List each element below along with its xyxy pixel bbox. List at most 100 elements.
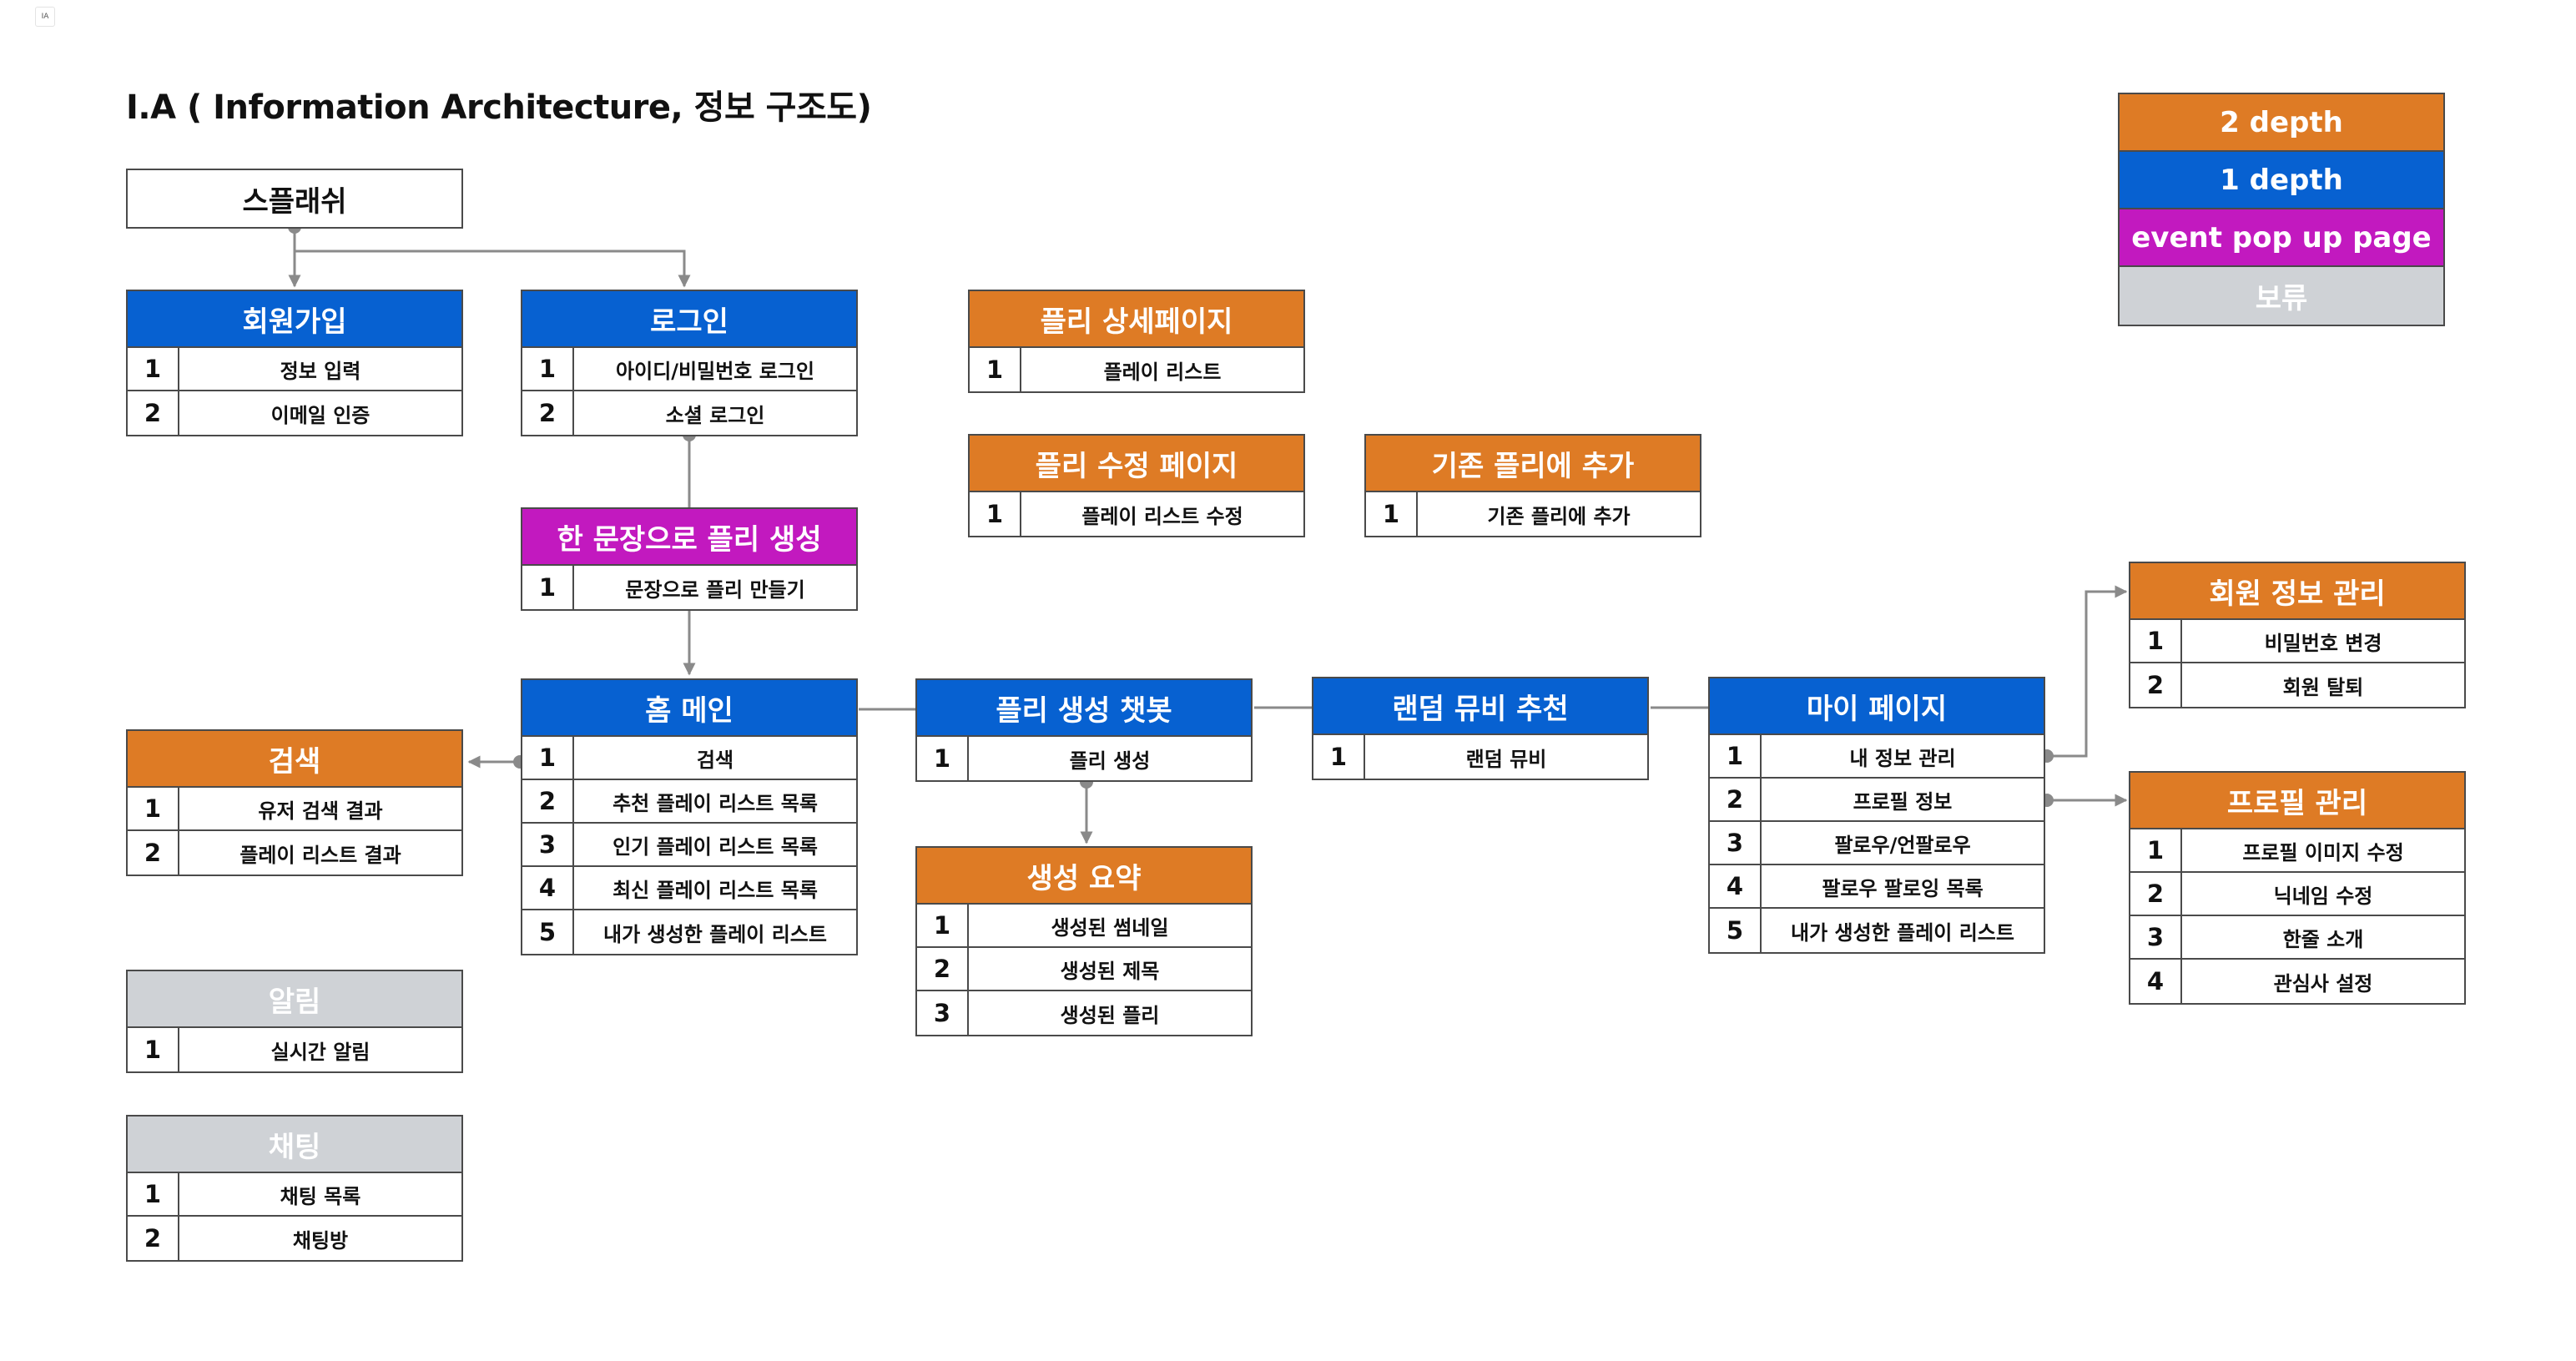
row-label: 랜덤 뮤비: [1465, 747, 1547, 771]
row-number: 1: [522, 348, 574, 390]
node-splash: 스플래쉬: [126, 169, 463, 229]
node-title: 생성 요약: [917, 848, 1251, 905]
row-label: 닉네임 수정: [2273, 884, 2373, 908]
row-number: 1: [2130, 829, 2182, 871]
row-label: 한줄 소개: [2282, 927, 2364, 951]
row-number: 3: [917, 991, 969, 1035]
link-splash-login: [295, 250, 691, 288]
row-label: 플레이 리스트 수정: [1081, 504, 1243, 528]
node-row: 5 내가 생성한 플레이 리스트: [1710, 909, 2044, 952]
node-row: 1 아이디/비밀번호 로그인: [522, 348, 856, 391]
row-number: 4: [522, 867, 574, 909]
row-number: 2: [1710, 779, 1762, 820]
node-title: 플리 상세페이지: [970, 291, 1303, 348]
row-label: 내가 생성한 플레이 리스트: [603, 922, 827, 946]
node-title: 프로필 관리: [2130, 773, 2464, 829]
row-label: 생성된 썸네일: [1051, 915, 1169, 940]
node-title: 한 문장으로 플리 생성: [522, 509, 856, 566]
node-playlist-edit: 플리 수정 페이지 1 플레이 리스트 수정: [968, 434, 1305, 537]
row-number: 1: [1366, 492, 1418, 536]
node-row: 2 회원 탈퇴: [2130, 663, 2464, 707]
row-label: 문장으로 플리 만들기: [625, 577, 805, 602]
row-number: 3: [2130, 916, 2182, 958]
node-row: 2 플레이 리스트 결과: [128, 831, 461, 875]
node-title: 기존 플리에 추가: [1366, 436, 1700, 492]
row-label: 내 정보 관리: [1849, 746, 1956, 770]
node-title: 채팅: [128, 1117, 461, 1173]
node-row: 5 내가 생성한 플레이 리스트: [522, 910, 856, 954]
row-number: 2: [522, 780, 574, 822]
node-row: 2 닉네임 수정: [2130, 873, 2464, 916]
node-title: 플리 수정 페이지: [970, 436, 1303, 492]
row-number: 1: [970, 492, 1021, 536]
row-label: 생성된 제목: [1060, 959, 1160, 983]
node-row: 1 유저 검색 결과: [128, 788, 461, 831]
row-label: 플레이 리스트 결과: [239, 843, 401, 867]
row-number: 4: [2130, 960, 2182, 1003]
legend: 2 depth 1 depth event pop up page 보류: [2118, 93, 2445, 326]
row-label: 플리 생성: [1069, 749, 1151, 773]
row-label: 비밀번호 변경: [2264, 631, 2382, 655]
node-title: 랜덤 뮤비 추천: [1313, 678, 1647, 735]
row-number: 2: [128, 831, 179, 875]
node-title: 스플래쉬: [128, 170, 461, 227]
row-label: 내가 생성한 플레이 리스트: [1791, 920, 2014, 945]
row-label: 인기 플레이 리스트 목록: [612, 834, 818, 859]
row-label: 이메일 인증: [270, 403, 371, 427]
row-number: 5: [522, 910, 574, 954]
node-title: 홈 메인: [522, 680, 856, 737]
node-row: 1 플레이 리스트 수정: [970, 492, 1303, 536]
row-label: 소셜 로그인: [665, 403, 765, 427]
node-title: 회원가입: [128, 291, 461, 348]
row-number: 1: [128, 348, 179, 390]
row-number: 2: [2130, 663, 2182, 707]
row-number: 2: [128, 1217, 179, 1260]
node-row: 3 한줄 소개: [2130, 916, 2464, 960]
row-number: 5: [1710, 909, 1762, 952]
node-row: 4 관심사 설정: [2130, 960, 2464, 1003]
row-label: 아이디/비밀번호 로그인: [616, 359, 814, 383]
row-number: 1: [128, 788, 179, 829]
node-title: 마이 페이지: [1710, 678, 2044, 735]
row-number: 1: [128, 1173, 179, 1215]
node-title: 플리 생성 챗봇: [917, 680, 1251, 737]
row-label: 정보 입력: [280, 359, 361, 383]
row-label: 관심사 설정: [2273, 971, 2373, 996]
row-number: 3: [1710, 822, 1762, 864]
row-label: 유저 검색 결과: [258, 799, 383, 823]
row-number: 2: [2130, 873, 2182, 915]
row-number: 4: [1710, 865, 1762, 907]
node-title: 회원 정보 관리: [2130, 563, 2464, 620]
row-label: 회원 탈퇴: [2282, 675, 2364, 699]
